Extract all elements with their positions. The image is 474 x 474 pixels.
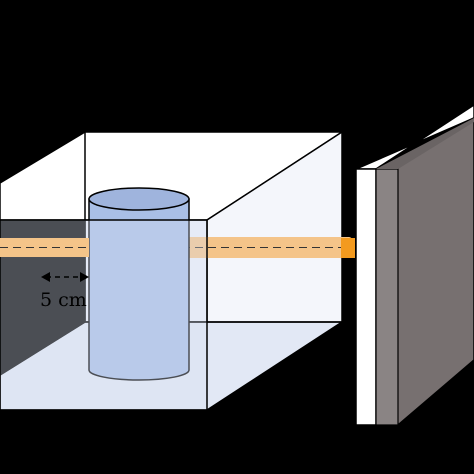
arrow-right-icon bbox=[80, 272, 89, 282]
distance-indicator: 5 cm bbox=[40, 272, 89, 311]
cylinder bbox=[88, 187, 190, 381]
screen bbox=[355, 104, 474, 427]
cylinder-top bbox=[88, 187, 190, 211]
light-beam-exit bbox=[341, 238, 355, 258]
tank-front-face bbox=[0, 219, 208, 411]
screen-thickness bbox=[375, 168, 399, 426]
tank-edge bbox=[0, 321, 86, 376]
screen-top bbox=[376, 118, 474, 169]
distance-label: 5 cm bbox=[40, 289, 87, 311]
cylinder-body bbox=[88, 198, 190, 381]
screen-front bbox=[355, 168, 377, 426]
arrow-left-icon bbox=[41, 272, 50, 282]
